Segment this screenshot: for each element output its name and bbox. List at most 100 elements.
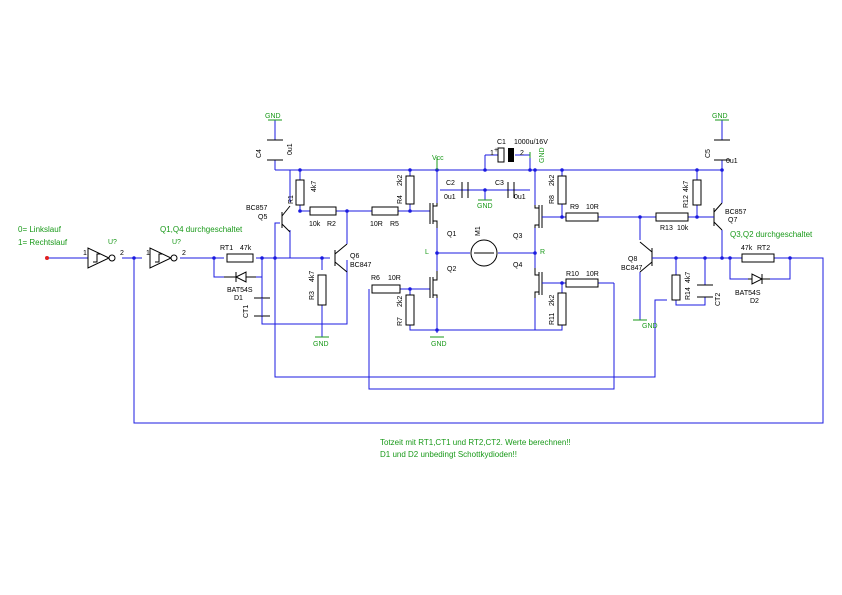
- c5-value: 0u1: [726, 158, 738, 165]
- left-state-label: Q1,Q4 durchgeschaltet: [160, 225, 243, 234]
- capacitors: [254, 139, 730, 317]
- rt1-label: RT1: [220, 245, 233, 252]
- diode-d2: [748, 273, 770, 285]
- bjt-q7: [706, 202, 723, 231]
- r1-value: 4k7: [311, 181, 318, 192]
- right-state-label: Q3,Q2 durchgeschaltet: [730, 230, 813, 239]
- q5-label: Q5: [258, 214, 267, 221]
- mosfet-q2: [429, 271, 438, 298]
- q1-label: Q1: [447, 231, 456, 238]
- r3-value: 4k7: [309, 271, 316, 282]
- r8-label: R8: [549, 195, 556, 204]
- rt2-value: 47k: [741, 245, 753, 252]
- r5-label: R5: [390, 221, 399, 228]
- d2-type: BAT54S: [735, 290, 761, 297]
- r5-value: 10R: [370, 221, 383, 228]
- c3-label: C3: [495, 180, 504, 187]
- c1-plus: +: [494, 147, 498, 154]
- c1-value: 1000u/16V: [514, 139, 548, 146]
- r6-label: R6: [371, 275, 380, 282]
- gnd-label-1: GND: [265, 113, 281, 120]
- r12-label: R12: [683, 195, 690, 208]
- r3-label: R3: [309, 291, 316, 300]
- c1-pin1: 1: [490, 150, 494, 157]
- q6-type: BC847: [350, 262, 372, 269]
- q5-type: BC857: [246, 205, 268, 212]
- r11-label: R11: [549, 313, 556, 325]
- r9-label: R9: [570, 204, 579, 211]
- vcc-label: Vcc: [432, 155, 444, 162]
- r9-value: 10R: [586, 204, 599, 211]
- d1-type: BAT54S: [227, 287, 253, 294]
- r10-label: R10: [566, 271, 579, 278]
- mosfet-q1: [429, 203, 438, 228]
- u2-pin2: 2: [182, 250, 186, 257]
- mosfet-q3: [534, 205, 549, 228]
- d1-label: D1: [234, 295, 243, 302]
- c1-label: C1: [497, 139, 506, 146]
- q3-label: Q3: [513, 233, 522, 240]
- input-terminal: [45, 256, 49, 260]
- r13-label: R13: [660, 225, 673, 232]
- u2-pin1: 1: [146, 250, 150, 257]
- mosfet-q4: [534, 268, 549, 298]
- gnd-label-6: GND: [712, 113, 728, 120]
- bjt-q6: [334, 235, 348, 273]
- m1-label: M1: [475, 226, 482, 236]
- diode-d1: [224, 271, 256, 283]
- c5-label: C5: [705, 149, 712, 158]
- ct1-label: CT1: [243, 305, 250, 318]
- right-node-label: R: [540, 249, 545, 256]
- q8-type: BC847: [621, 265, 643, 272]
- c2-label: C2: [446, 180, 455, 187]
- motor-m1: [470, 239, 498, 267]
- gnd-label-7: GND: [539, 147, 546, 163]
- u1-pin1: 1: [83, 250, 87, 257]
- r4-value: 2k2: [397, 175, 404, 186]
- c3-value: 0u1: [514, 194, 526, 201]
- q7-label: Q7: [728, 217, 737, 224]
- r6-value: 10R: [388, 275, 401, 282]
- input-note-1: 0= Linkslauf: [18, 225, 62, 234]
- rt1-value: 47k: [240, 245, 252, 252]
- junctions: [132, 168, 792, 332]
- q7-type: BC857: [725, 209, 747, 216]
- u2-label: U?: [172, 239, 181, 246]
- c1-pin2: 2: [520, 150, 524, 157]
- r14-label: R14: [685, 287, 692, 300]
- note-line-2: D1 und D2 unbedingt Schottkydioden!!: [380, 450, 517, 459]
- r7-label: R7: [397, 317, 404, 326]
- labels: 0= Linkslauf 1= Rechtslauf Q1,Q4 durchge…: [18, 113, 813, 459]
- r2-label: R2: [327, 221, 336, 228]
- wires: [47, 120, 824, 424]
- resistors: [226, 175, 775, 326]
- inverter-u1: [87, 247, 116, 269]
- q2-label: Q2: [447, 266, 456, 273]
- r11-value: 2k2: [549, 295, 556, 306]
- r4-label: R4: [397, 195, 404, 204]
- r1-label: R1: [288, 195, 295, 204]
- r14-value: 4k7: [685, 272, 692, 283]
- u1-pin2: 2: [120, 250, 124, 257]
- bjt-q8: [639, 241, 667, 273]
- gnd-label-5: GND: [642, 323, 658, 330]
- q4-label: Q4: [513, 262, 522, 269]
- q6-label: Q6: [350, 253, 359, 260]
- r7-value: 2k2: [397, 296, 404, 307]
- d2-label: D2: [750, 298, 759, 305]
- u1-label: U?: [108, 239, 117, 246]
- ground-symbols: [268, 119, 729, 338]
- inverter-u2: [149, 247, 178, 269]
- r8-value: 2k2: [549, 175, 556, 186]
- c4-value: 0u1: [287, 143, 294, 155]
- input-note-2: 1= Rechtslauf: [18, 238, 68, 247]
- rt2-label: RT2: [757, 245, 770, 252]
- gnd-label-2: GND: [313, 341, 329, 348]
- r10-value: 10R: [586, 271, 599, 278]
- q8-label: Q8: [628, 256, 637, 263]
- ct2-label: CT2: [715, 293, 722, 306]
- c4-label: C4: [256, 149, 263, 158]
- gnd-label-4: GND: [477, 203, 493, 210]
- bjt-q5: [281, 205, 291, 233]
